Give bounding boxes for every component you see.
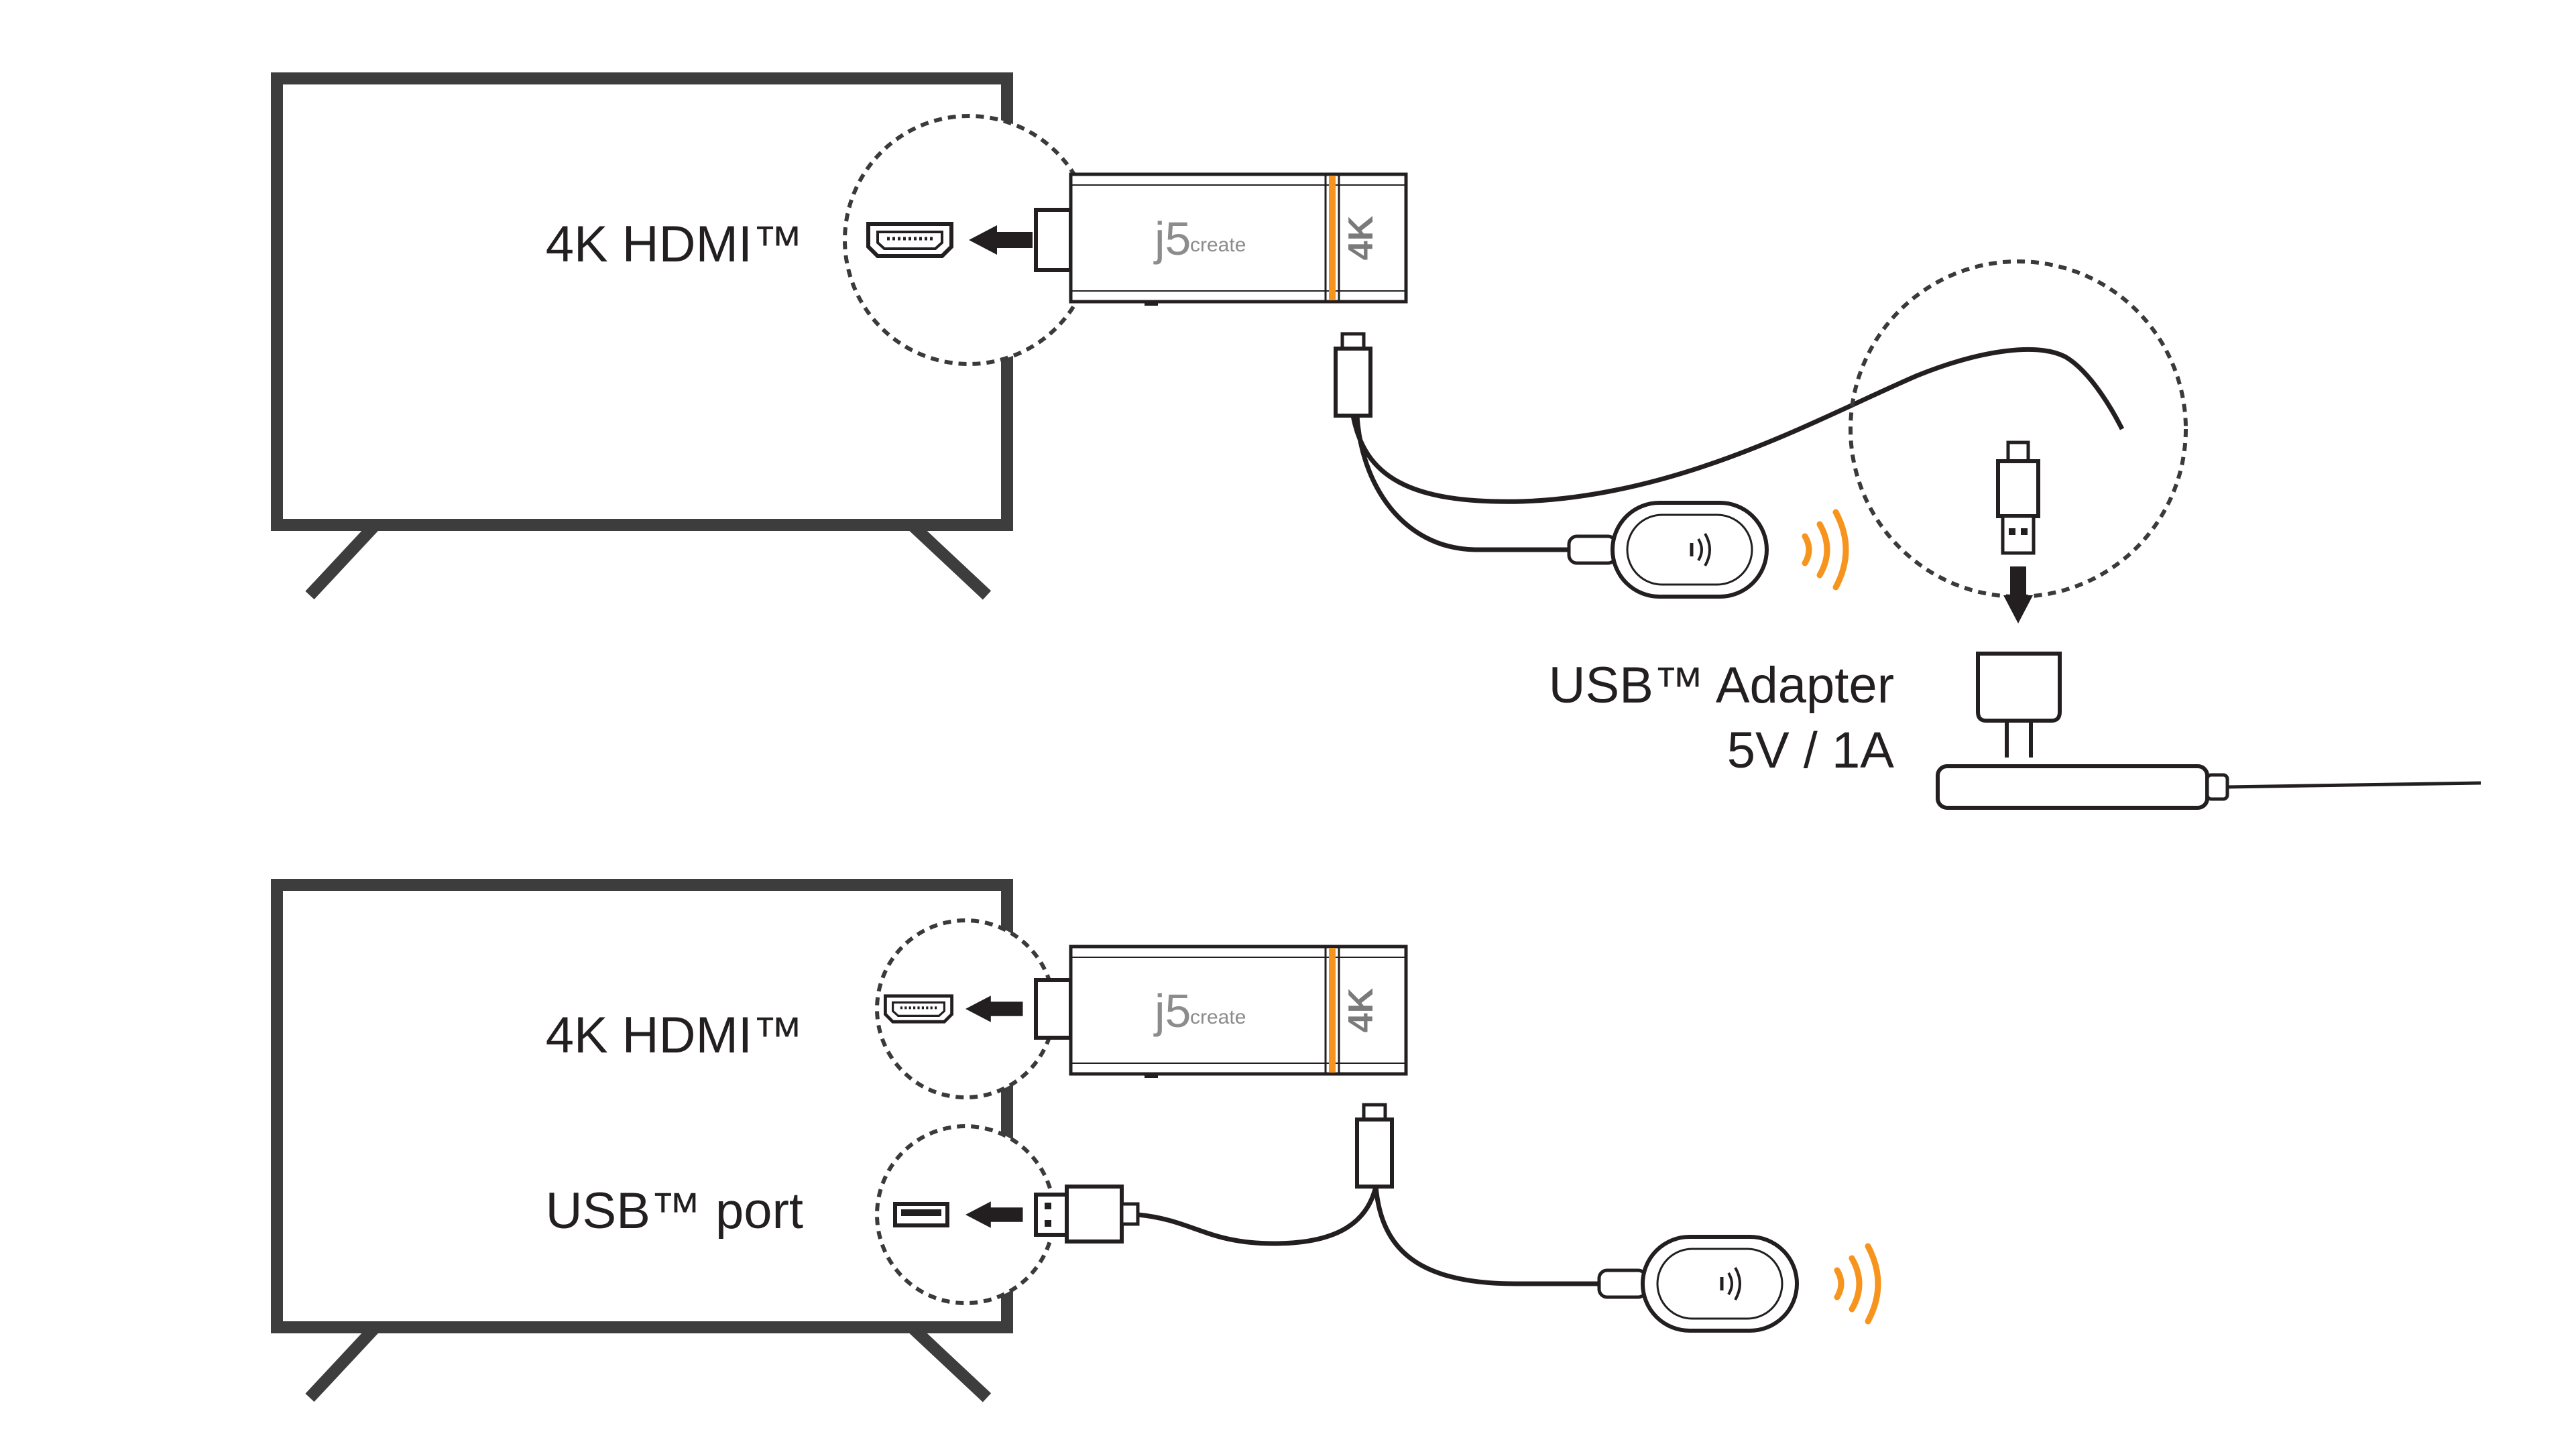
- hdmi-connector: [1034, 978, 1073, 1040]
- brand-j5: j5: [1153, 985, 1191, 1037]
- arrow-down-icon: [2003, 566, 2033, 623]
- receiver-cable: [1373, 1186, 1602, 1286]
- adapter-label-line2: 5V / 1A: [1727, 722, 1895, 779]
- hdmi-dongle: j5 create 4K: [1071, 174, 1406, 306]
- tv-icon: [271, 879, 1013, 1402]
- hdmi-port-icon: [868, 224, 951, 256]
- hdmi-dongle: j5 create 4K: [1071, 947, 1406, 1078]
- usb-port-icon: [893, 1202, 949, 1227]
- hdmi-connector: [1034, 208, 1073, 272]
- remote-receiver-icon: [1569, 503, 1767, 597]
- brand-j5: j5: [1153, 213, 1191, 265]
- badge-4k: 4K: [1342, 215, 1381, 260]
- usb-cable: [1350, 347, 2125, 504]
- wireless-signal-icon: [1837, 1246, 1878, 1321]
- usb-plug-icon: [1034, 1185, 1140, 1244]
- usb-cable: [1137, 1186, 1379, 1246]
- micro-usb-plug-icon: [1357, 1105, 1392, 1187]
- micro-usb-plug-icon: [1336, 334, 1370, 416]
- remote-receiver-icon: [1599, 1237, 1797, 1331]
- brand-create: create: [1190, 1006, 1246, 1028]
- receiver-cable: [1354, 415, 1576, 552]
- power-adapter-icon: [1976, 652, 2062, 758]
- brand-create: create: [1190, 234, 1246, 256]
- hdmi-label-bottom: 4K HDMI™: [546, 1007, 803, 1064]
- usb-plug-icon: [1996, 440, 2040, 555]
- adapter-label-line1: USB™ Adapter: [1549, 657, 1894, 714]
- bottom-scene: 4K HDMI™ USB™ port j5 create 4K: [271, 879, 1878, 1402]
- hdmi-label-top: 4K HDMI™: [546, 216, 803, 273]
- wireless-signal-icon: [1805, 512, 1846, 587]
- zoom-circle-usb-plug: [1849, 259, 2188, 599]
- top-scene: 4K HDMI™ j5 create 4K: [271, 72, 2481, 810]
- hdmi-port-icon: [885, 996, 951, 1022]
- badge-4k: 4K: [1342, 987, 1381, 1032]
- power-strip-icon: [1936, 764, 2481, 810]
- usb-port-label: USB™ port: [546, 1183, 803, 1239]
